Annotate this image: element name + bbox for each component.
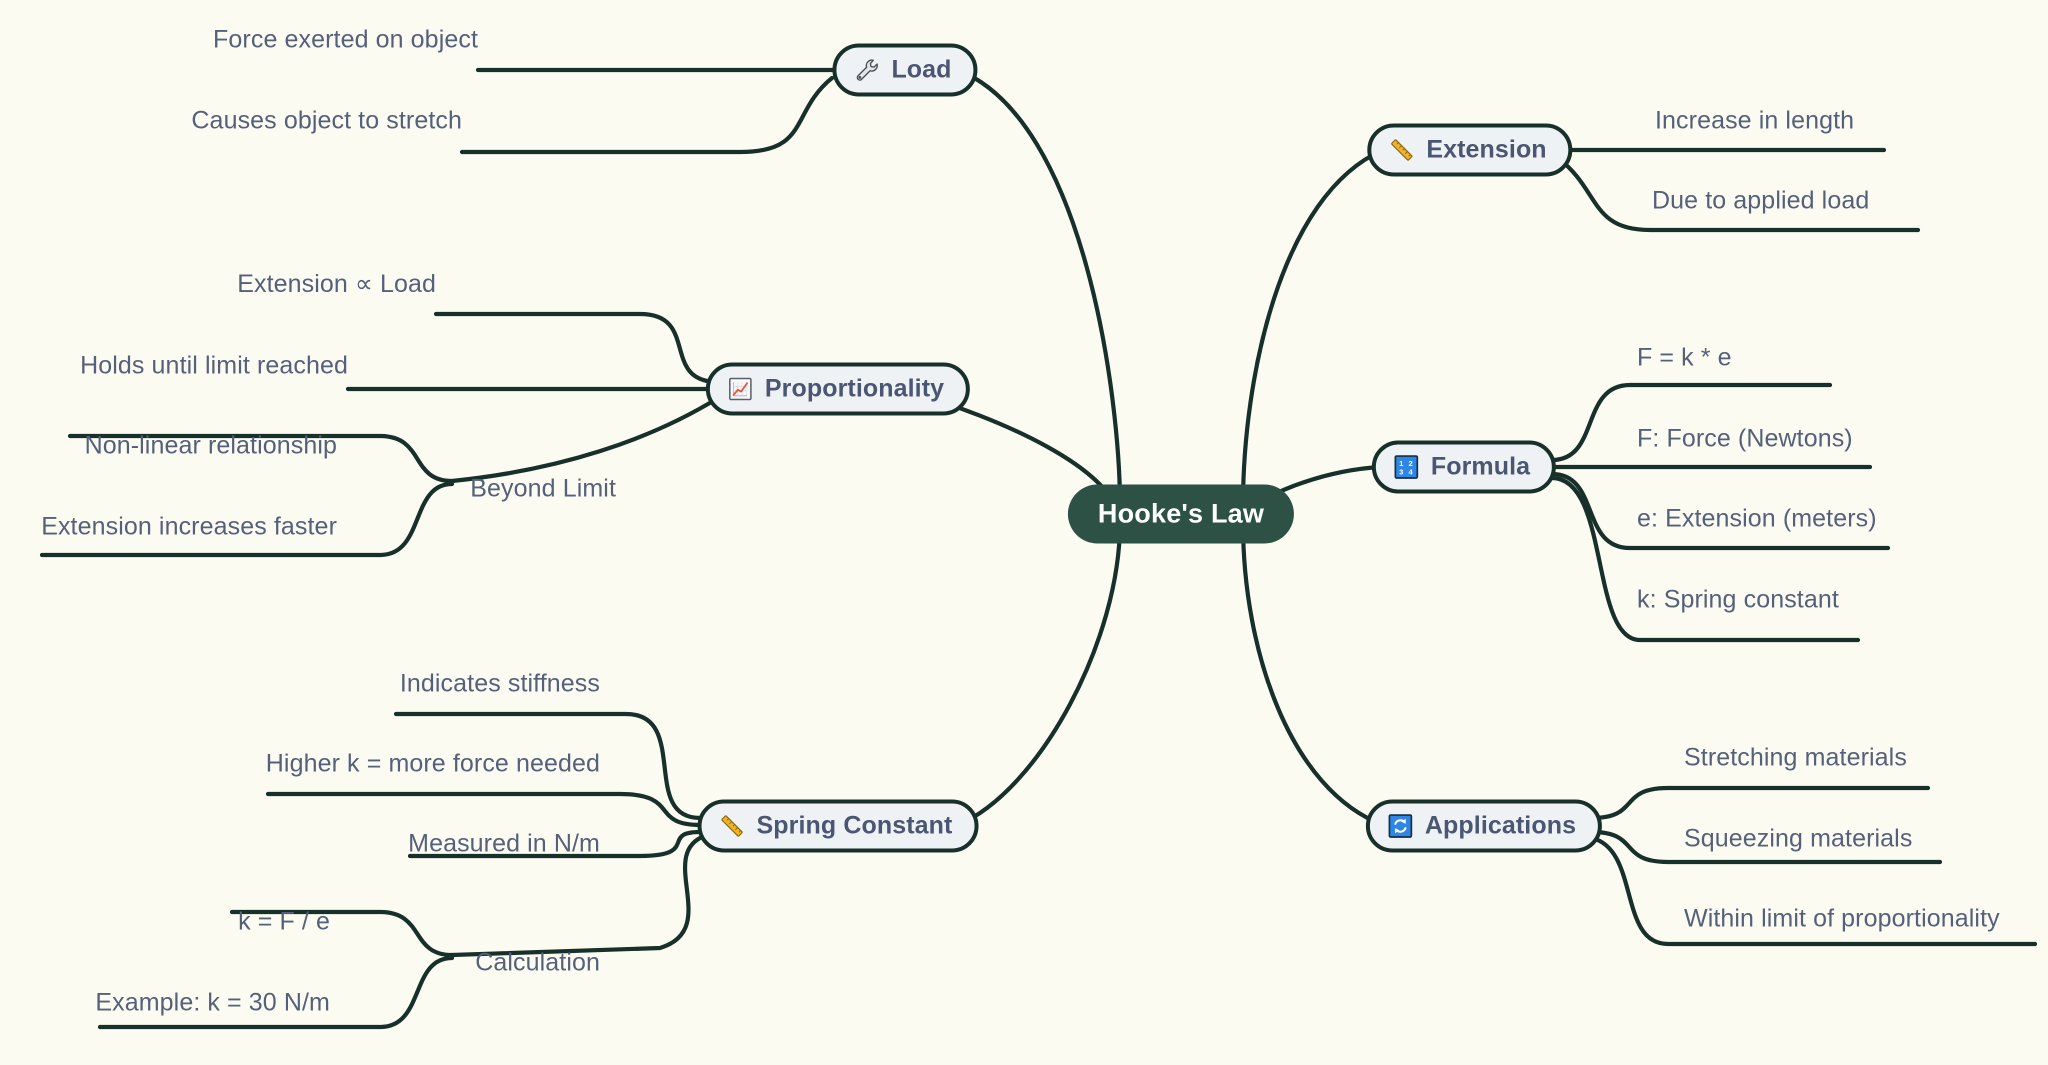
- branch-node-formula[interactable]: 1 2 3 4 Formula: [1371, 440, 1557, 494]
- branch-node-proportionality[interactable]: Proportionality: [705, 362, 971, 416]
- leaf-extension-1[interactable]: Due to applied load: [1652, 186, 1870, 215]
- leaf-spring-constant-0[interactable]: Indicates stiffness: [399, 669, 600, 698]
- branch-node-load[interactable]: Load: [832, 43, 978, 97]
- leaf-load-1[interactable]: Causes object to stretch: [191, 106, 462, 135]
- leaf-applications-1[interactable]: Squeezing materials: [1684, 824, 1913, 853]
- branch-label-spring-constant: Spring Constant: [756, 811, 953, 840]
- leaf-beyond-limit-0[interactable]: Non-linear relationship: [84, 431, 337, 460]
- root-node-hookes-law[interactable]: Hooke's Law: [1067, 484, 1295, 544]
- svg-text:4: 4: [1408, 468, 1413, 477]
- input-numbers-icon: 1 2 3 4: [1394, 455, 1419, 479]
- leaf-applications-0[interactable]: Stretching materials: [1684, 743, 1907, 772]
- leaf-beyond-limit-1[interactable]: Extension increases faster: [41, 512, 337, 541]
- leaf-calculation-1[interactable]: Example: k = 30 N/m: [95, 988, 330, 1017]
- ruler-icon: [1391, 139, 1413, 161]
- leaf-applications-2[interactable]: Within limit of proportionality: [1684, 904, 2000, 933]
- leaf-calculation-0[interactable]: k = F / e: [238, 907, 330, 936]
- svg-text:3: 3: [1399, 468, 1403, 477]
- ruler-icon: [721, 815, 743, 837]
- leaf-proportionality-1[interactable]: Holds until limit reached: [80, 351, 348, 380]
- leaf-formula-3[interactable]: k: Spring constant: [1637, 585, 1839, 614]
- intermediate-node-beyond-limit[interactable]: Beyond Limit: [470, 474, 616, 503]
- leaf-formula-0[interactable]: F = k * e: [1637, 343, 1732, 372]
- leaf-proportionality-0[interactable]: Extension ∝ Load: [237, 270, 436, 298]
- branch-label-applications: Applications: [1424, 811, 1577, 840]
- branch-node-extension[interactable]: Extension: [1367, 123, 1573, 177]
- wrench-icon: [856, 59, 878, 81]
- svg-text:2: 2: [1408, 459, 1412, 468]
- arrows-counterclockwise-icon: [1388, 814, 1413, 838]
- leaf-load-0[interactable]: Force exerted on object: [213, 25, 478, 54]
- leaf-formula-1[interactable]: F: Force (Newtons): [1637, 424, 1853, 453]
- svg-text:1: 1: [1399, 459, 1403, 468]
- branch-label-extension: Extension: [1426, 135, 1547, 164]
- branch-label-load: Load: [891, 55, 952, 84]
- branch-node-spring-constant[interactable]: Spring Constant: [697, 799, 979, 853]
- intermediate-node-calculation[interactable]: Calculation: [475, 948, 600, 977]
- leaf-extension-0[interactable]: Increase in length: [1655, 106, 1855, 135]
- leaf-spring-constant-1[interactable]: Higher k = more force needed: [265, 749, 600, 778]
- branch-label-formula: Formula: [1430, 452, 1531, 481]
- branch-node-applications[interactable]: Applications: [1365, 799, 1603, 853]
- branch-label-proportionality: Proportionality: [764, 374, 945, 403]
- leaf-formula-2[interactable]: e: Extension (meters): [1637, 504, 1877, 533]
- chart-increasing-icon: [729, 377, 752, 401]
- leaf-spring-constant-2[interactable]: Measured in N/m: [408, 829, 600, 858]
